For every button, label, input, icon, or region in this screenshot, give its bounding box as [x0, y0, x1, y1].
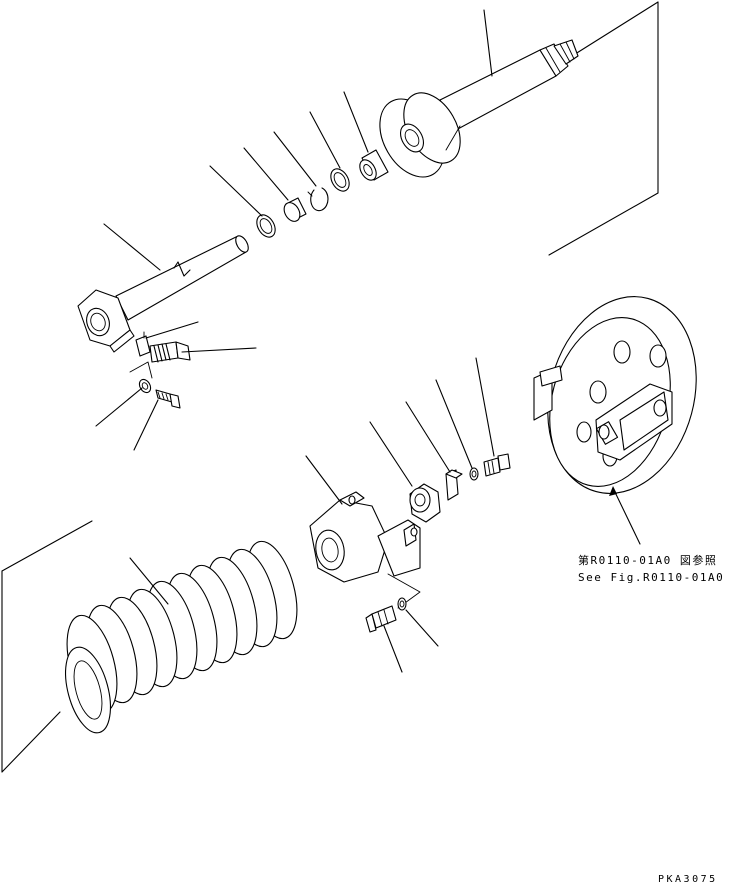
leader-lock-bracket	[405, 401, 451, 473]
spring-washer	[469, 467, 479, 481]
idler-reference-arrow	[609, 486, 641, 545]
leader-lock-plate	[145, 321, 199, 339]
leader-holder-washer	[405, 609, 439, 647]
leader-holder	[305, 455, 343, 505]
holder-washer	[397, 597, 407, 611]
fastener-washer	[138, 378, 152, 394]
fastener-dash-line	[129, 361, 153, 379]
leader-hex-bolt	[475, 357, 495, 457]
leader-recoil-spring	[129, 557, 169, 605]
fastener-bolt	[155, 389, 181, 409]
leader-spacer-ring	[243, 147, 289, 201]
lock-bracket	[445, 469, 463, 501]
leader-holder-bolt	[383, 625, 403, 673]
leader-o-ring	[209, 165, 263, 217]
grease-valve	[149, 341, 191, 363]
snap-ring	[307, 187, 329, 212]
yoke-rod	[379, 39, 579, 178]
leader-yoke-rod	[483, 9, 493, 77]
recoil-spring	[65, 540, 298, 734]
bushing	[359, 149, 389, 181]
leader-hex-nut	[369, 421, 413, 487]
hex-nut	[409, 483, 441, 523]
leader-lines	[95, 9, 495, 673]
drawing-code: PKA3075	[658, 874, 718, 885]
leader-snap-ring	[273, 131, 317, 187]
spacer-ring	[283, 197, 307, 222]
leader-spring-washer	[435, 379, 473, 469]
seal-ring	[330, 168, 350, 192]
leader-washer	[95, 387, 143, 427]
cylinder-holder	[309, 491, 421, 583]
reference-note-japanese: 第R0110-01A0 図参照	[578, 554, 718, 567]
piston-rod	[77, 235, 249, 353]
leader-bolt	[133, 399, 159, 451]
holder-bolt	[365, 605, 397, 633]
leader-grease-valve	[181, 347, 257, 353]
lower-assembly-bracket	[1, 520, 93, 773]
reference-note-english: See Fig.R0110-01A0	[578, 571, 725, 584]
lock-plate	[135, 331, 151, 357]
idler-wheel	[533, 296, 697, 494]
o-ring	[256, 214, 276, 238]
hex-bolt	[483, 453, 511, 477]
leader-piston-rod	[103, 223, 161, 271]
upper-assembly-bracket	[548, 1, 659, 256]
leader-bushing	[343, 91, 369, 153]
leader-seal-ring	[309, 111, 341, 169]
